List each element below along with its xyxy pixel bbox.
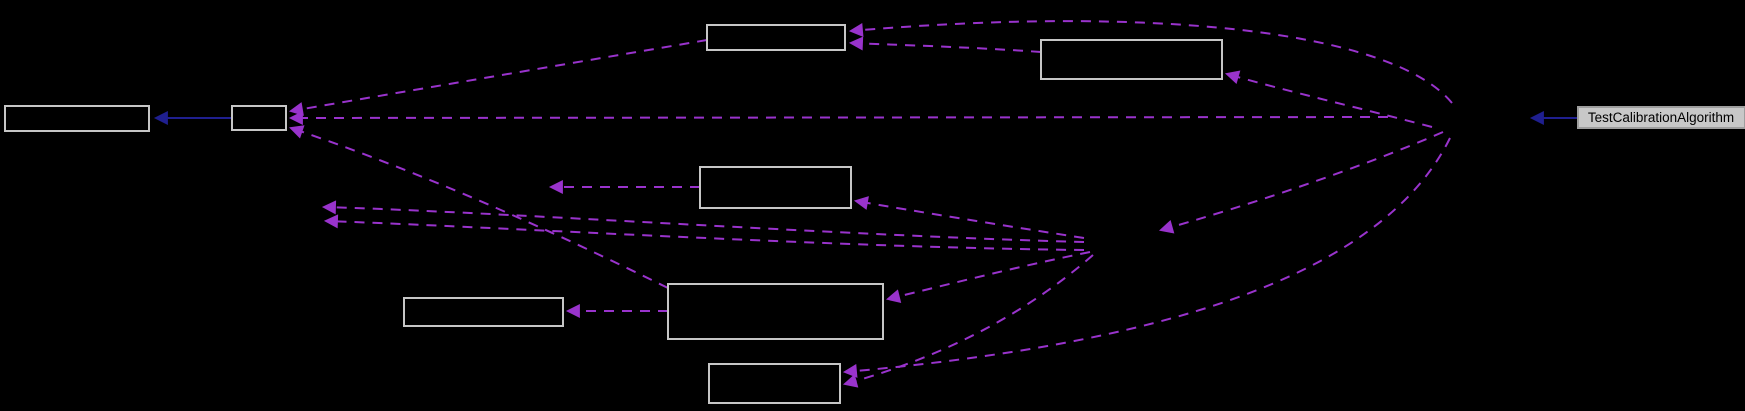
node-middle[interactable] [699,166,852,209]
dependency-edge-top-right-to-top-center [848,36,1042,53]
edges-layer [153,20,1578,388]
dependency-edge-top-center-to-small-left [288,39,708,116]
dependency-edge-hub-to-bottom-lower [842,254,1094,388]
node-top-center[interactable] [706,24,846,51]
dependency-edge-hub2-to-lower-middle [885,251,1091,304]
nodes-layer [4,24,1223,404]
dependency-edge-hub-to-small-left [288,110,1389,125]
node-small-left[interactable] [231,105,287,131]
dependency-edge-long-lower [323,214,1085,251]
dependency-edge-hub-to-bottom-upper [842,137,1451,378]
node-far-left[interactable] [4,105,150,132]
node-lower-left[interactable] [403,297,564,327]
dependency-edge-long-upper [321,200,1085,243]
dependency-edge-hub2-to-middle [853,196,1085,239]
node-top-right[interactable] [1040,39,1223,80]
selected-node-box [1577,106,1745,129]
dependency-edge-lower-middle-to-small-left [289,125,669,289]
node-bottom[interactable] [708,363,841,404]
node-lower-middle[interactable] [667,283,884,340]
dependency-edge-hub1-to-hub2 [1158,131,1444,234]
dependency-edge-hub-to-top-right [1224,70,1433,128]
node-testcalibrationalgorithm: TestCalibrationAlgorithm [1577,106,1745,129]
selected-node-label: TestCalibrationAlgorithm [1588,110,1734,125]
